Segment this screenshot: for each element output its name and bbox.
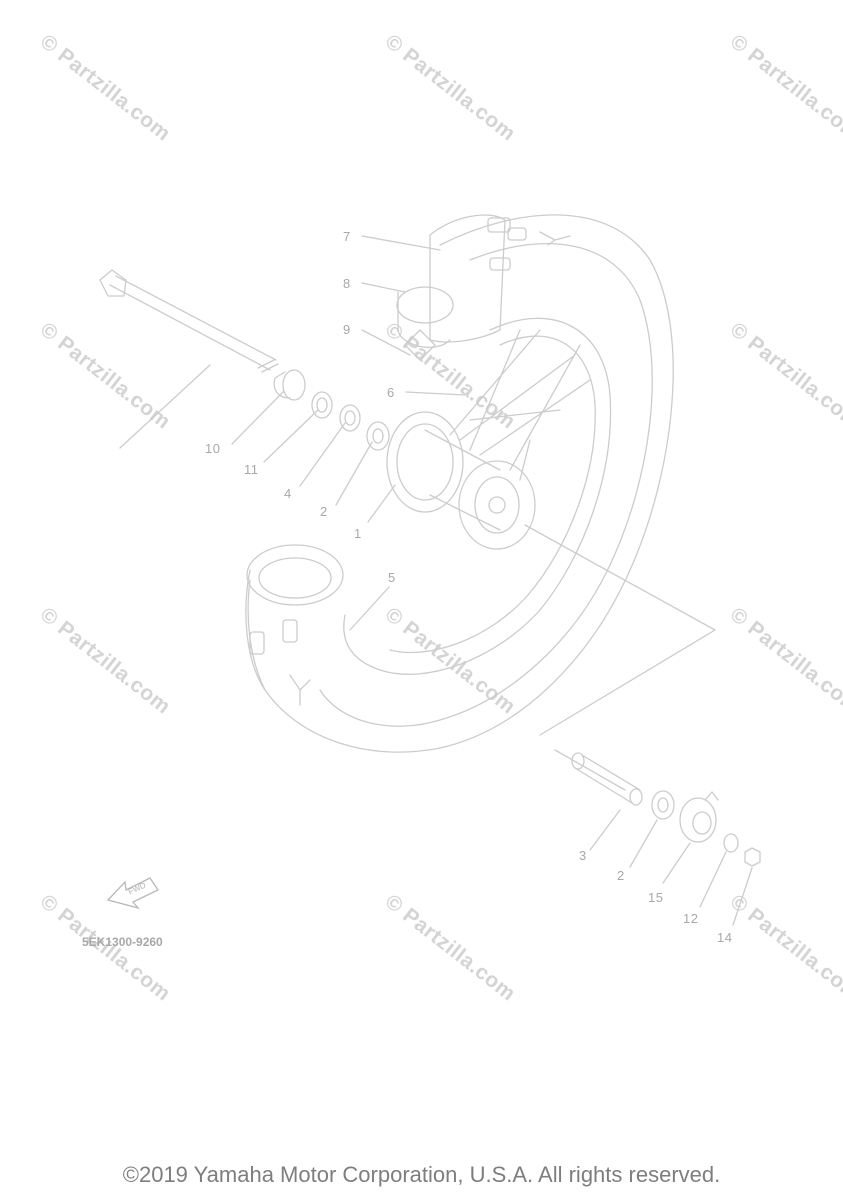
callout-label: 4 — [284, 486, 292, 501]
tire-section-lower — [246, 544, 344, 606]
callout-label: 12 — [683, 911, 699, 926]
rim-inner — [389, 335, 596, 654]
callout-label: 5 — [388, 570, 396, 585]
washer — [723, 833, 739, 853]
callout-label: 1 — [354, 526, 362, 541]
collar-3 — [574, 754, 641, 804]
callout-label: 11 — [244, 462, 259, 477]
callout-label: 15 — [648, 890, 664, 905]
callout-label: 2 — [320, 504, 328, 519]
callout-label: 2 — [617, 868, 625, 883]
callout-label: 3 — [579, 848, 587, 863]
rim-outer — [343, 317, 612, 675]
axle-nut — [744, 847, 761, 867]
tube-upper — [429, 214, 506, 343]
callout-label: 10 — [205, 441, 221, 456]
diagram-code: 5EK1300-9260 — [82, 935, 163, 949]
callout-label: 6 — [387, 385, 395, 400]
callout-label: 14 — [717, 930, 733, 945]
bearing-4 — [339, 404, 361, 432]
fwd-arrow-icon — [106, 877, 159, 910]
oil-seal — [311, 391, 333, 419]
tire-inner-line — [319, 243, 653, 727]
spokes — [449, 329, 591, 481]
rim-band — [396, 286, 454, 324]
collar — [282, 369, 306, 401]
meter-gear-unit — [679, 797, 717, 843]
valve-strip — [404, 329, 436, 361]
bearing-2 — [366, 421, 390, 451]
axle — [109, 275, 277, 371]
bearing-2-lower — [651, 790, 675, 820]
callout-label: 8 — [343, 276, 351, 291]
hub-flange — [458, 460, 536, 550]
callout-label: 9 — [343, 322, 351, 337]
leader-lines — [119, 235, 753, 926]
copyright-notice: ©2019 Yamaha Motor Corporation, U.S.A. A… — [122, 1162, 721, 1187]
hub-disc-mount — [386, 411, 464, 513]
callout-label: 7 — [343, 229, 351, 244]
hub-barrel — [424, 429, 501, 531]
